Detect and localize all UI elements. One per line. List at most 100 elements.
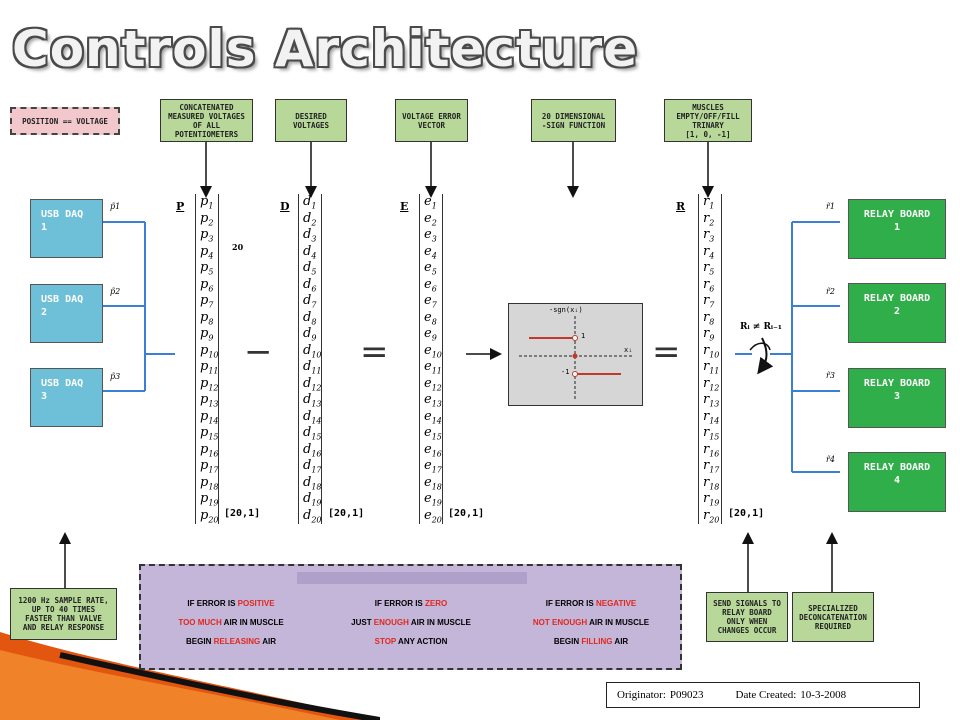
equals-operator-1: = xyxy=(360,332,389,372)
matrix-entry: r10 xyxy=(703,342,720,360)
matrix-entry: p16 xyxy=(200,441,219,459)
matrix-entry: r20 xyxy=(703,507,720,525)
case-zero-line2b: ENOUGH xyxy=(373,618,409,627)
matrix-entry: e19 xyxy=(424,491,442,508)
error-case-zero: IF ERROR IS ZERO JUST ENOUGH AIR IN MUSC… xyxy=(321,594,501,651)
matrix-entry: d11 xyxy=(303,359,322,376)
error-case-positive: IF ERROR IS POSITIVE TOO MUCH AIR IN MUS… xyxy=(141,594,321,651)
case-negative-line3a: BEGIN xyxy=(553,637,582,646)
matrix-entry: e3 xyxy=(424,227,437,244)
note-send-signals: SEND SIGNALS TO RELAY BOARD ONLY WHEN CH… xyxy=(706,592,788,642)
usb-daq-1: USB DAQ 1 xyxy=(30,199,103,258)
matrix-entry: r17 xyxy=(703,458,720,475)
date-label: Date Created: xyxy=(735,689,797,701)
matrix-entry: d2 xyxy=(303,210,317,228)
matrix-entry: r1 xyxy=(703,194,715,211)
decorative-swoosh xyxy=(0,632,380,720)
note-deconcatenation: SPECIALIZED DECONCATENATION REQUIRED xyxy=(792,592,874,642)
case-zero-line3b: ANY ACTION xyxy=(396,637,448,646)
matrix-entry: d20 xyxy=(303,507,322,525)
originator-label: Originator: xyxy=(617,689,666,701)
matrix-entry: e11 xyxy=(424,359,442,376)
matrix-entry: e9 xyxy=(424,326,437,343)
matrix-entry: p10 xyxy=(200,342,219,360)
matrix-entry: r13 xyxy=(703,392,720,409)
matrix-entry: d1 xyxy=(303,194,317,211)
matrix-entry: e6 xyxy=(424,276,437,294)
matrix-entry: e12 xyxy=(424,375,442,393)
note-sample-rate: 1200 Hz SAMPLE RATE, UP TO 40 TIMES FAST… xyxy=(10,588,117,640)
date-value: 10-3-2008 xyxy=(800,689,847,701)
matrix-entry: p18 xyxy=(200,474,219,492)
matrix-label-d: D xyxy=(280,200,290,213)
matrix-entry: d14 xyxy=(303,408,322,426)
case-zero-line1a: IF ERROR IS xyxy=(374,599,425,608)
case-positive-line2a: TOO MUCH xyxy=(178,618,222,627)
matrix-entry: e7 xyxy=(424,293,437,310)
matrix-entry: r2 xyxy=(703,210,715,228)
matrix-entry: e18 xyxy=(424,474,442,492)
matrix-entry: p15 xyxy=(200,425,219,442)
position-note: POSITION == VOLTAGE xyxy=(10,107,120,135)
matrix-entry: p1 xyxy=(200,194,214,211)
matrix-entry: p9 xyxy=(200,326,214,343)
daq-signal-2: p̃2 xyxy=(110,287,121,296)
usb-daq-2: USB DAQ 2 xyxy=(30,284,103,343)
matrix-d-dim: [20,1] xyxy=(328,508,365,519)
relay-signal-1: r̃1 xyxy=(826,202,835,211)
matrix-entry: d19 xyxy=(303,491,322,508)
originator-value: P09023 xyxy=(669,689,704,701)
matrix-entry: r11 xyxy=(703,359,720,376)
matrix-entry: p11 xyxy=(200,359,219,376)
case-positive-line1a: IF ERROR IS xyxy=(187,599,238,608)
matrix-entry: p6 xyxy=(200,276,214,294)
matrix-entry: d18 xyxy=(303,474,322,492)
matrix-entry: p4 xyxy=(200,243,214,261)
matrix-entry: r16 xyxy=(703,441,720,459)
matrix-entry: r9 xyxy=(703,326,715,343)
matrix-entry: d12 xyxy=(303,375,322,393)
relay-signal-2: r̃2 xyxy=(826,287,835,296)
matrix-entry: e17 xyxy=(424,458,442,475)
matrix-entry: e8 xyxy=(424,309,437,327)
relay-board-3: RELAY BOARD 3 xyxy=(848,368,946,428)
case-negative-line1a: IF ERROR IS xyxy=(545,599,596,608)
matrix-entry: d13 xyxy=(303,392,322,409)
case-negative-line3c: AIR xyxy=(612,637,629,646)
daq-signal-1: p̃1 xyxy=(110,202,121,211)
sign-plot-neg: -1 xyxy=(561,368,570,376)
sign-plot-pos: 1 xyxy=(581,332,586,340)
matrix-entry: p7 xyxy=(200,293,214,310)
case-positive-line2b: AIR IN MUSCLE xyxy=(221,618,284,627)
matrix-e-dim: [20,1] xyxy=(448,508,485,519)
panel-header-bar xyxy=(297,572,527,584)
sign-plot-svg xyxy=(519,316,633,400)
matrix-entry: e13 xyxy=(424,392,442,409)
matrix-entry: e15 xyxy=(424,425,442,442)
case-positive-line1b: POSITIVE xyxy=(237,599,275,608)
relay-condition: Rᵢ ≠ Rᵢ₋₁ xyxy=(740,322,782,332)
note-sign-function: 20 DIMENSIONAL -SIGN FUNCTION xyxy=(531,99,616,142)
matrix-entry: r12 xyxy=(703,375,720,393)
matrix-entry: p3 xyxy=(200,227,214,244)
matrix-entry: p19 xyxy=(200,491,219,508)
matrix-entry: r5 xyxy=(703,260,715,277)
matrix-r-dim: [20,1] xyxy=(728,508,765,519)
relay-board-1: RELAY BOARD 1 xyxy=(848,199,946,259)
case-positive-line3a: BEGIN xyxy=(186,637,214,646)
matrix-entry: d17 xyxy=(303,458,322,475)
matrix-entry: d4 xyxy=(303,243,317,261)
matrix-p-dim: [20,1] xyxy=(224,508,261,519)
side-note-20: 20 xyxy=(232,242,244,252)
matrix-entry: d9 xyxy=(303,326,317,343)
matrix-entry: d7 xyxy=(303,293,317,310)
error-case-negative: IF ERROR IS NEGATIVE NOT ENOUGH AIR IN M… xyxy=(501,594,681,651)
matrix-entry: p8 xyxy=(200,309,214,327)
note-measured-voltages: CONCATENATED MEASURED VOLTAGES OF ALL PO… xyxy=(160,99,253,142)
matrix-entry: d3 xyxy=(303,227,317,244)
case-positive-line3c: AIR xyxy=(260,637,276,646)
